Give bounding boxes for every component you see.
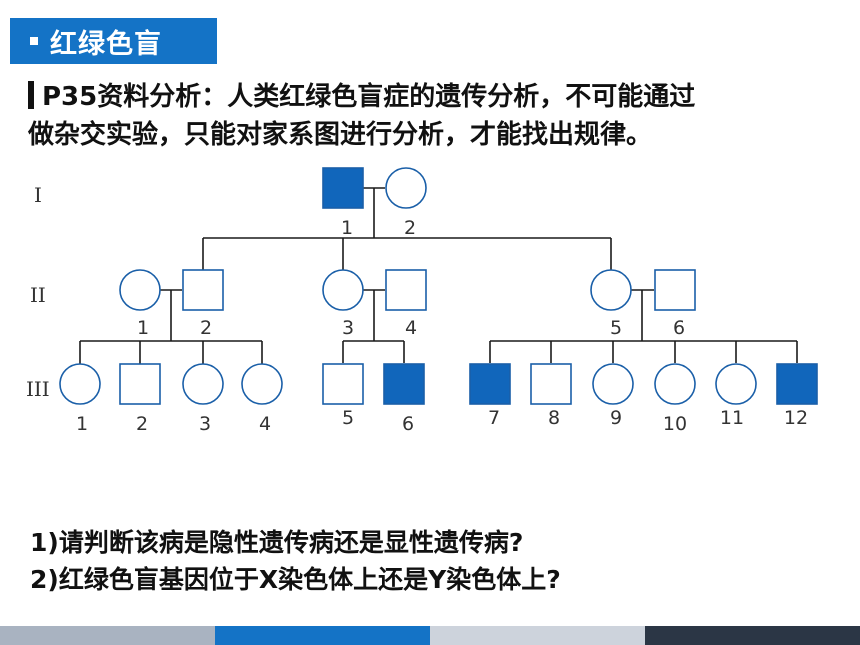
footer-segment-2 [215, 626, 430, 645]
gen2-individual-1-circle-icon [119, 269, 161, 311]
gen3-label-8: 8 [548, 407, 560, 429]
gen3-individual-2-square-icon [119, 363, 161, 405]
gen3-individual-7-square-icon [469, 363, 511, 405]
gen3-label-4: 4 [259, 413, 271, 435]
question-list: 1)请判断该病是隐性遗传病还是显性遗传病? 2)红绿色盲基因位于X染色体上还是Y… [30, 524, 561, 598]
gen3-individual-12-square-icon [776, 363, 818, 405]
footer-segment-3 [430, 626, 645, 645]
generation-label-III: III [26, 377, 50, 401]
gen1-individual-2-circle-icon [385, 167, 427, 209]
question-2: 2)红绿色盲基因位于X染色体上还是Y染色体上? [30, 565, 561, 594]
section-title: 红绿色盲 [50, 28, 162, 60]
gen1-label-1: 1 [341, 217, 353, 239]
gen3-individual-10-circle-icon [654, 363, 696, 405]
gen3-individual-8-square-icon [530, 363, 572, 405]
gen3-label-3: 3 [199, 413, 211, 435]
gen2-individual-3-circle-icon [322, 269, 364, 311]
bar-marker-icon [28, 81, 34, 109]
gen1-individual-1-square-icon [322, 167, 364, 209]
gen3-individual-3-circle-icon [182, 363, 224, 405]
footer-segment-4 [645, 626, 860, 645]
gen3-label-12: 12 [784, 407, 808, 429]
gen3-label-11: 11 [720, 407, 744, 429]
bullet-square-icon [30, 37, 38, 45]
gen2-individual-5-circle-icon [590, 269, 632, 311]
intro-line-2: 做杂交实验，只能对家系图进行分析，才能找出规律。 [28, 120, 653, 150]
gen3-label-1: 1 [76, 413, 88, 435]
intro-line-1-text: P35资料分析：人类红绿色盲症的遗传分析，不可能通过 [42, 82, 696, 112]
gen3-label-6: 6 [402, 413, 414, 435]
gen2-label-6: 6 [673, 317, 685, 339]
gen3-label-7: 7 [488, 407, 500, 429]
gen2-individual-6-square-icon [654, 269, 696, 311]
intro-line-1: P35资料分析：人类红绿色盲症的遗传分析，不可能通过 [28, 78, 848, 116]
section-title-banner: 红绿色盲 [10, 18, 217, 64]
gen3-label-5: 5 [342, 407, 354, 429]
gen2-label-1: 1 [137, 317, 149, 339]
gen3-individual-6-square-icon [383, 363, 425, 405]
gen3-label-9: 9 [610, 407, 622, 429]
gen2-individual-2-square-icon [182, 269, 224, 311]
gen3-individual-1-circle-icon [59, 363, 101, 405]
gen2-label-4: 4 [405, 317, 417, 339]
gen1-label-2: 2 [404, 217, 416, 239]
gen3-label-2: 2 [136, 413, 148, 435]
intro-paragraph: P35资料分析：人类红绿色盲症的遗传分析，不可能通过 做杂交实验，只能对家系图进… [28, 78, 848, 154]
gen2-individual-4-square-icon [385, 269, 427, 311]
gen2-label-5: 5 [610, 317, 622, 339]
footer-segment-1 [0, 626, 215, 645]
gen2-label-3: 3 [342, 317, 354, 339]
pedigree-lines [79, 187, 798, 366]
gen3-individual-11-circle-icon [715, 363, 757, 405]
gen3-individual-4-circle-icon [241, 363, 283, 405]
generation-label-II: II [30, 283, 46, 307]
gen3-individual-9-circle-icon [592, 363, 634, 405]
gen3-label-10: 10 [663, 413, 687, 435]
pedigree-symbols [59, 167, 818, 405]
gen3-individual-5-square-icon [322, 363, 364, 405]
question-1: 1)请判断该病是隐性遗传病还是显性遗传病? [30, 528, 524, 557]
generation-label-I: I [34, 183, 42, 207]
footer-color-bar [0, 626, 860, 645]
gen2-label-2: 2 [200, 317, 212, 339]
